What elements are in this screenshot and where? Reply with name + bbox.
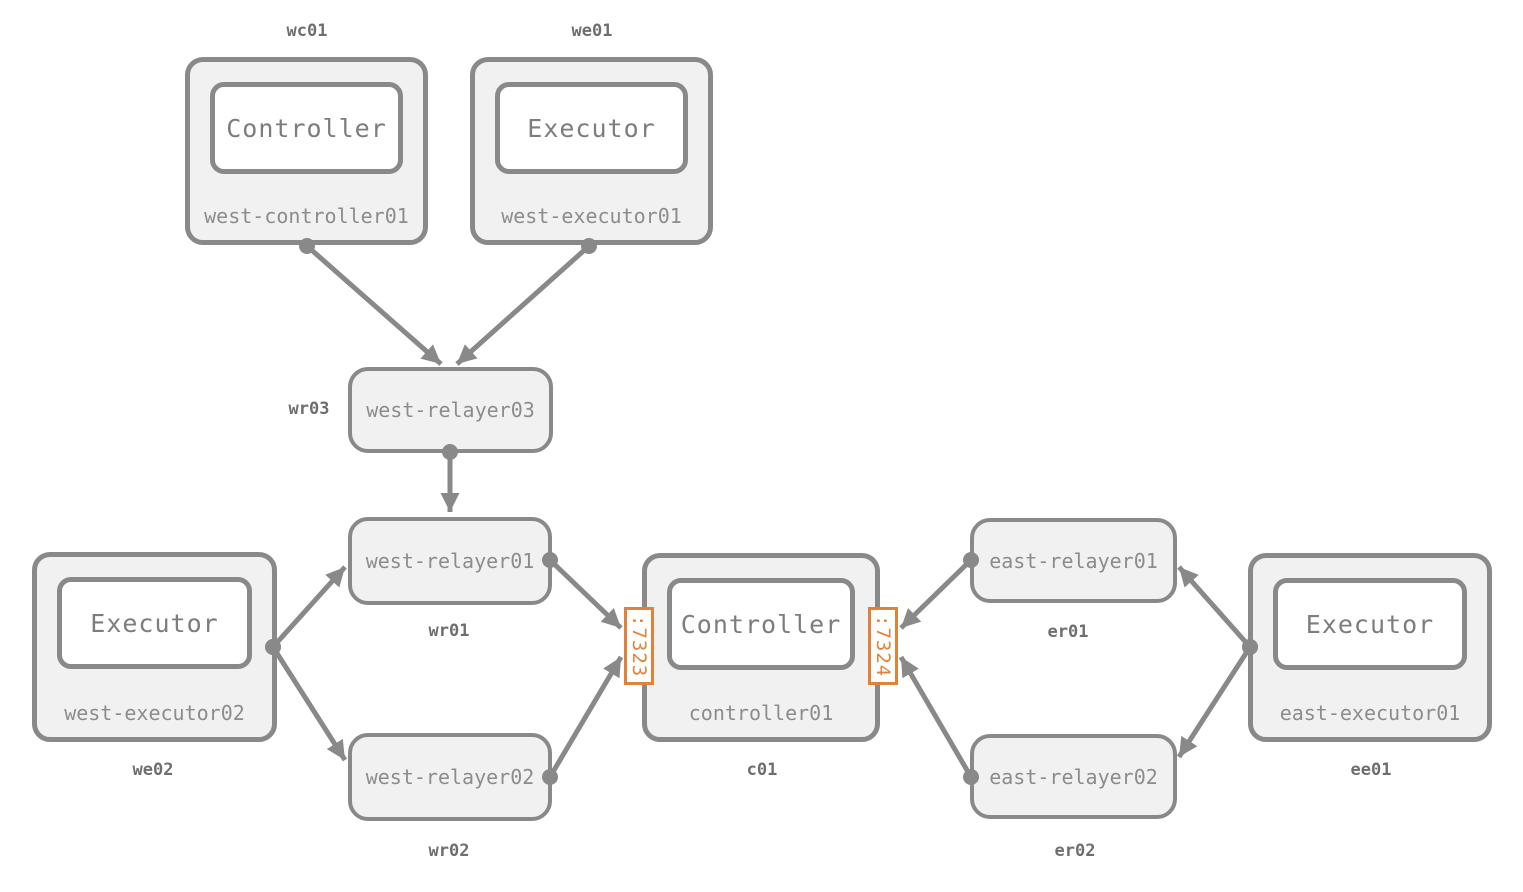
edge-west-executor01-to-west-relayer03 [455,238,597,366]
machine-name: west-executor01 [501,204,682,228]
relayer-west-relayer02: west-relayer02 [348,733,552,821]
port-7324: :7324 [868,607,898,685]
machine-west-executor01: Executor west-executor01 [470,57,713,245]
relayer-east-relayer02: east-relayer02 [970,734,1177,819]
alias-label-wr02: wr02 [428,841,470,861]
machine-name: east-executor01 [1279,701,1461,725]
alias-label-er02: er02 [1054,841,1096,861]
machine-name: west-executor02 [64,701,245,725]
relayer-west-relayer03: west-relayer03 [348,367,553,453]
edge-west-controller01-to-west-relayer03 [299,238,443,366]
process-box-executor: Executor [495,82,688,174]
edge-west-executor02-to-west-relayer02 [265,639,348,762]
port-7323: :7323 [624,607,654,685]
alias-label-ee01: ee01 [1350,760,1392,780]
process-box-controller: Controller [210,82,403,174]
alias-label-we02: we02 [132,760,174,780]
machine-name: controller01 [688,701,834,725]
alias-label-er01: er01 [1047,622,1089,642]
process-box-executor: Executor [1273,578,1467,670]
edge-east-relayer01-to-port7324 [899,552,979,630]
machine-name: west-controller01 [204,204,409,228]
alias-label-we01: we01 [571,21,613,41]
alias-label-wr03: wr03 [288,399,330,419]
edge-west-relayer02-to-port7323 [542,655,624,785]
relayer-east-relayer01: east-relayer01 [970,518,1177,603]
edge-east-executor01-to-east-relayer02 [1176,639,1258,759]
alias-label-wc01: wc01 [286,21,328,41]
edge-west-relayer03-to-west-relayer01 [440,444,460,512]
edge-west-executor02-to-west-relayer01 [265,565,347,655]
machine-west-controller01: Controller west-controller01 [185,57,428,245]
machine-east-executor01: Executor east-executor01 [1248,553,1492,742]
alias-label-c01: c01 [746,760,778,780]
edge-west-relayer01-to-port7323 [542,552,623,630]
alias-label-wr01: wr01 [428,621,470,641]
machine-west-executor02: Executor west-executor02 [32,552,277,742]
edge-east-relayer02-to-port7324 [898,655,979,785]
edge-east-executor01-to-east-relayer01 [1177,565,1258,655]
process-box-controller: Controller [667,578,855,670]
process-box-executor: Executor [57,577,252,669]
relayer-west-relayer01: west-relayer01 [348,517,552,605]
machine-controller01: Controller controller01 [642,553,880,742]
